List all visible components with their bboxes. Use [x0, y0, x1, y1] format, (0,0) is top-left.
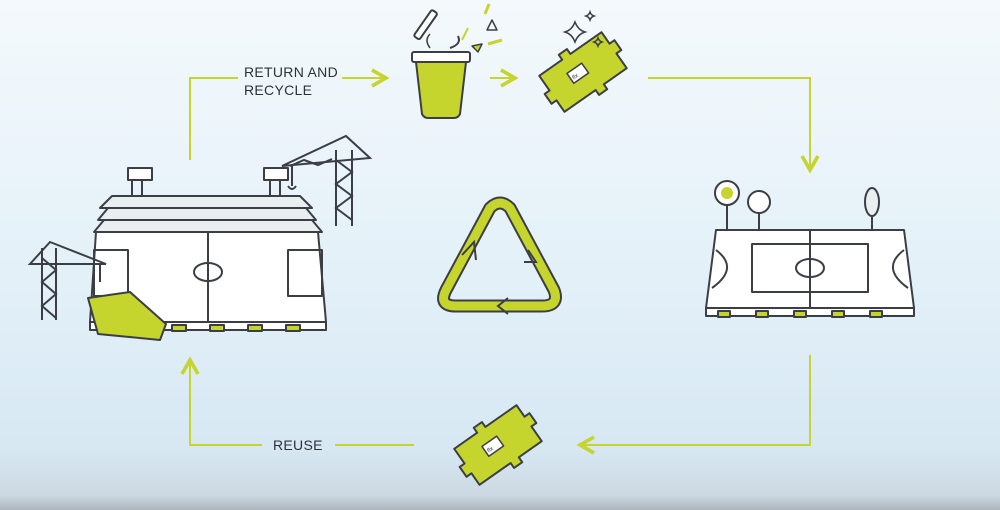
tile-icon-top: flx	[538, 31, 628, 113]
arrow-reuse-to-stadium	[180, 356, 262, 446]
svg-text:flx: flx	[486, 446, 494, 454]
sports-court-icon	[705, 180, 915, 318]
stadium-icon	[87, 167, 327, 341]
reuse-label: REUSE	[273, 437, 323, 453]
arrow-court-to-tile	[576, 355, 811, 455]
crane-icon-left	[27, 240, 107, 320]
crane-icon-right	[281, 134, 373, 226]
bottom-shadow	[0, 496, 1000, 510]
recycle-triangle-icon	[437, 196, 562, 315]
return-and-recycle-label: RETURN AND RECYCLE	[244, 63, 364, 99]
svg-text:flx: flx	[571, 73, 579, 81]
sparkle-icon	[562, 9, 605, 49]
arrow-stadium-to-recycle	[189, 77, 238, 160]
arrow-tile-to-court	[648, 77, 820, 174]
cycle-flow-arrows	[180, 68, 820, 455]
return-label-line2: RECYCLE	[244, 82, 313, 98]
tile-icon-bottom: flx	[453, 404, 543, 486]
recycle-bin-icon	[411, 3, 503, 119]
return-label-line1: RETURN AND	[244, 64, 339, 80]
